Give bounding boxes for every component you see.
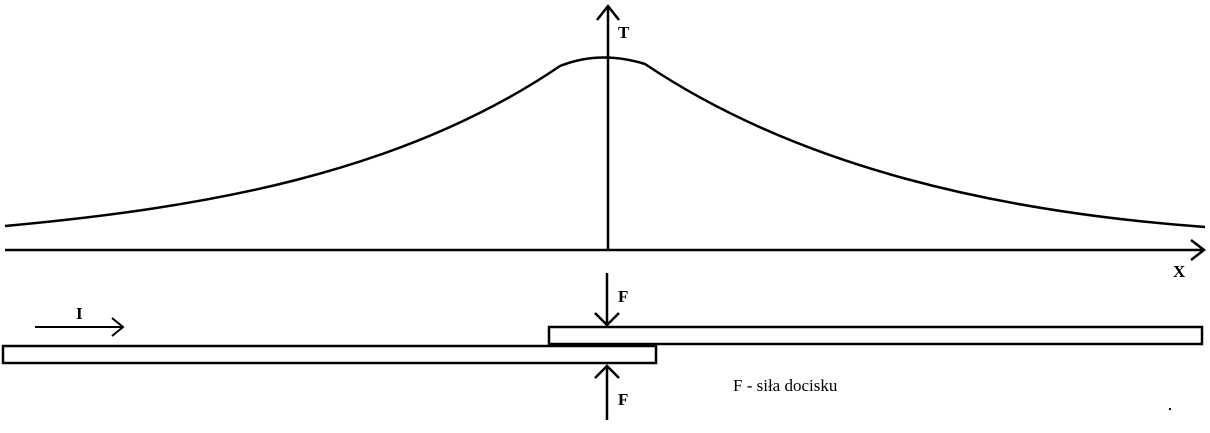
current-arrow	[35, 317, 125, 337]
x-axis-arrowhead-icon	[1190, 239, 1207, 261]
legend-text: F - siła docisku	[733, 376, 838, 395]
x-axis	[5, 239, 1207, 261]
t-axis	[596, 3, 620, 250]
lower-plate	[1, 344, 658, 365]
force-arrow-bottom	[594, 364, 620, 420]
force-top-label: F	[618, 287, 628, 306]
t-axis-arrowhead-icon	[596, 3, 620, 21]
stray-dot	[1169, 408, 1171, 410]
temperature-curve	[4, 56, 1206, 229]
t-axis-label: T	[618, 23, 630, 42]
force-bottom-label: F	[618, 390, 628, 409]
current-label: I	[76, 304, 83, 323]
upper-plate	[547, 325, 1204, 346]
force-arrow-top	[594, 273, 620, 327]
x-axis-label: X	[1173, 262, 1186, 281]
